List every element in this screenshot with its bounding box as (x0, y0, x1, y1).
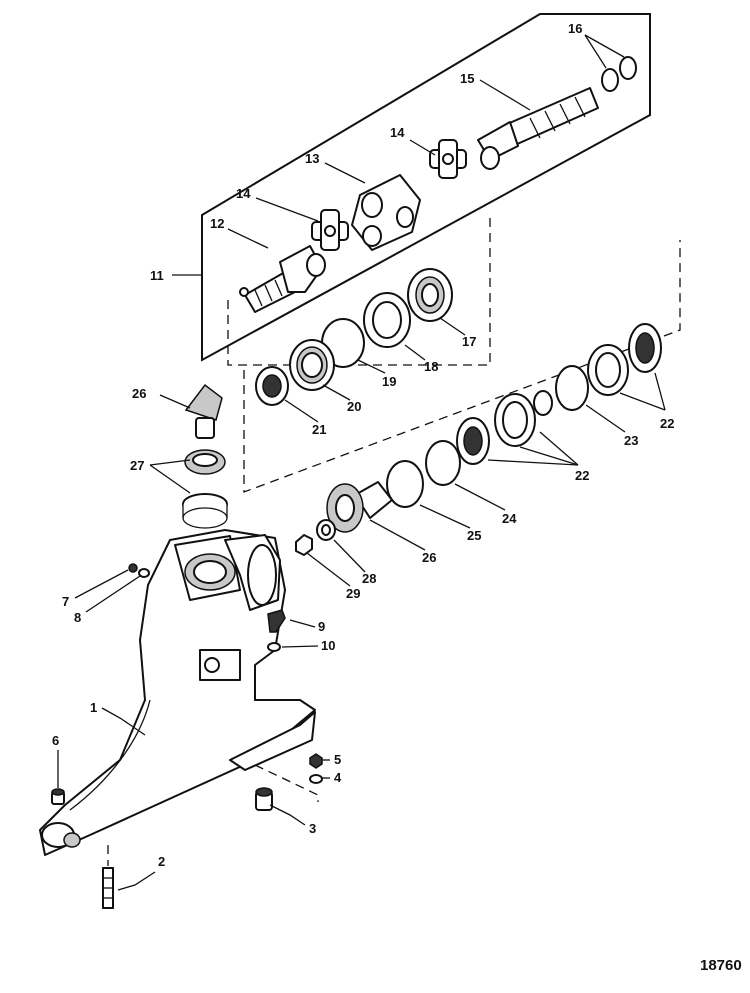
dashed-zone-lower (243, 240, 681, 493)
retainer-20 (289, 339, 335, 391)
lower-yoke-12 (239, 245, 326, 313)
callout-10: 10 (321, 638, 335, 653)
callout-9: 9 (318, 619, 325, 634)
callout-5: 5 (334, 752, 341, 767)
callout-1: 1 (90, 700, 97, 715)
universal-joint-14-upper (429, 139, 467, 179)
callout-23: 23 (624, 433, 638, 448)
seal-21 (255, 366, 289, 406)
callout-14-upper: 14 (390, 125, 405, 140)
washer-8 (138, 568, 150, 578)
fitting-9 (267, 609, 286, 633)
driveshaft-assembly-panel (201, 13, 651, 362)
shim-25 (386, 460, 424, 508)
callout-19: 19 (382, 374, 396, 389)
shim-23 (555, 365, 589, 411)
washer-4 (309, 774, 323, 784)
universal-joint-14-lower (311, 209, 349, 251)
pinion-gear-26 (184, 383, 223, 439)
callout-15: 15 (460, 71, 474, 86)
callout-7: 7 (62, 594, 69, 609)
callout-27: 27 (130, 458, 144, 473)
callout-18: 18 (424, 359, 438, 374)
callout-14-lower: 14 (236, 186, 251, 201)
nut-5 (309, 753, 323, 769)
washer-28 (316, 519, 336, 541)
spacer-ring (533, 390, 553, 416)
pinion-bearing-27 (184, 449, 226, 475)
pinion-bearing-cup-27 (182, 493, 228, 529)
splined-shaft-15 (477, 87, 599, 170)
callout-22-right: 22 (660, 416, 674, 431)
callout-16: 16 (568, 21, 582, 36)
leader-lines (57, 34, 666, 891)
callout-4: 4 (334, 770, 342, 785)
forward-gear-26 (326, 481, 393, 533)
plug-6 (51, 788, 65, 805)
shim-24 (425, 440, 461, 486)
figure-number: 18760 (700, 957, 742, 974)
callout-8: 8 (74, 610, 81, 625)
dashed-leader-4-5 (254, 764, 319, 802)
callout-12: 12 (210, 216, 224, 231)
dashed-zone-upper (227, 215, 491, 366)
bearing-cup-22-right (587, 344, 629, 396)
screw-7 (128, 563, 138, 573)
callout-13: 13 (305, 151, 319, 166)
callout-17: 17 (462, 334, 476, 349)
callout-24: 24 (502, 511, 517, 526)
callout-21: 21 (312, 422, 326, 437)
callout-11: 11 (150, 268, 164, 283)
callout-29: 29 (346, 586, 360, 601)
washer-10 (267, 642, 281, 652)
stud-2 (102, 845, 114, 909)
nut-29 (295, 534, 313, 556)
bearing-cup-22-middle (494, 393, 536, 447)
callout-2: 2 (158, 854, 165, 869)
callout-3: 3 (309, 821, 316, 836)
callout-22-middle: 22 (575, 468, 589, 483)
callout-6: 6 (52, 733, 59, 748)
callout-26-lower: 26 (422, 550, 436, 565)
callout-26-upper: 26 (132, 386, 146, 401)
center-yoke-13 (351, 174, 421, 251)
bearing-cup-18 (363, 292, 411, 348)
callout-25: 25 (467, 528, 481, 543)
bearing-17 (407, 268, 453, 322)
gear-housing-1 (39, 529, 316, 856)
callout-28: 28 (362, 571, 376, 586)
anode-3 (255, 787, 273, 811)
bearing-22-left (456, 417, 490, 465)
o-ring-pair-16 (601, 56, 637, 92)
callout-20: 20 (347, 399, 361, 414)
bearing-22-right (628, 323, 662, 373)
